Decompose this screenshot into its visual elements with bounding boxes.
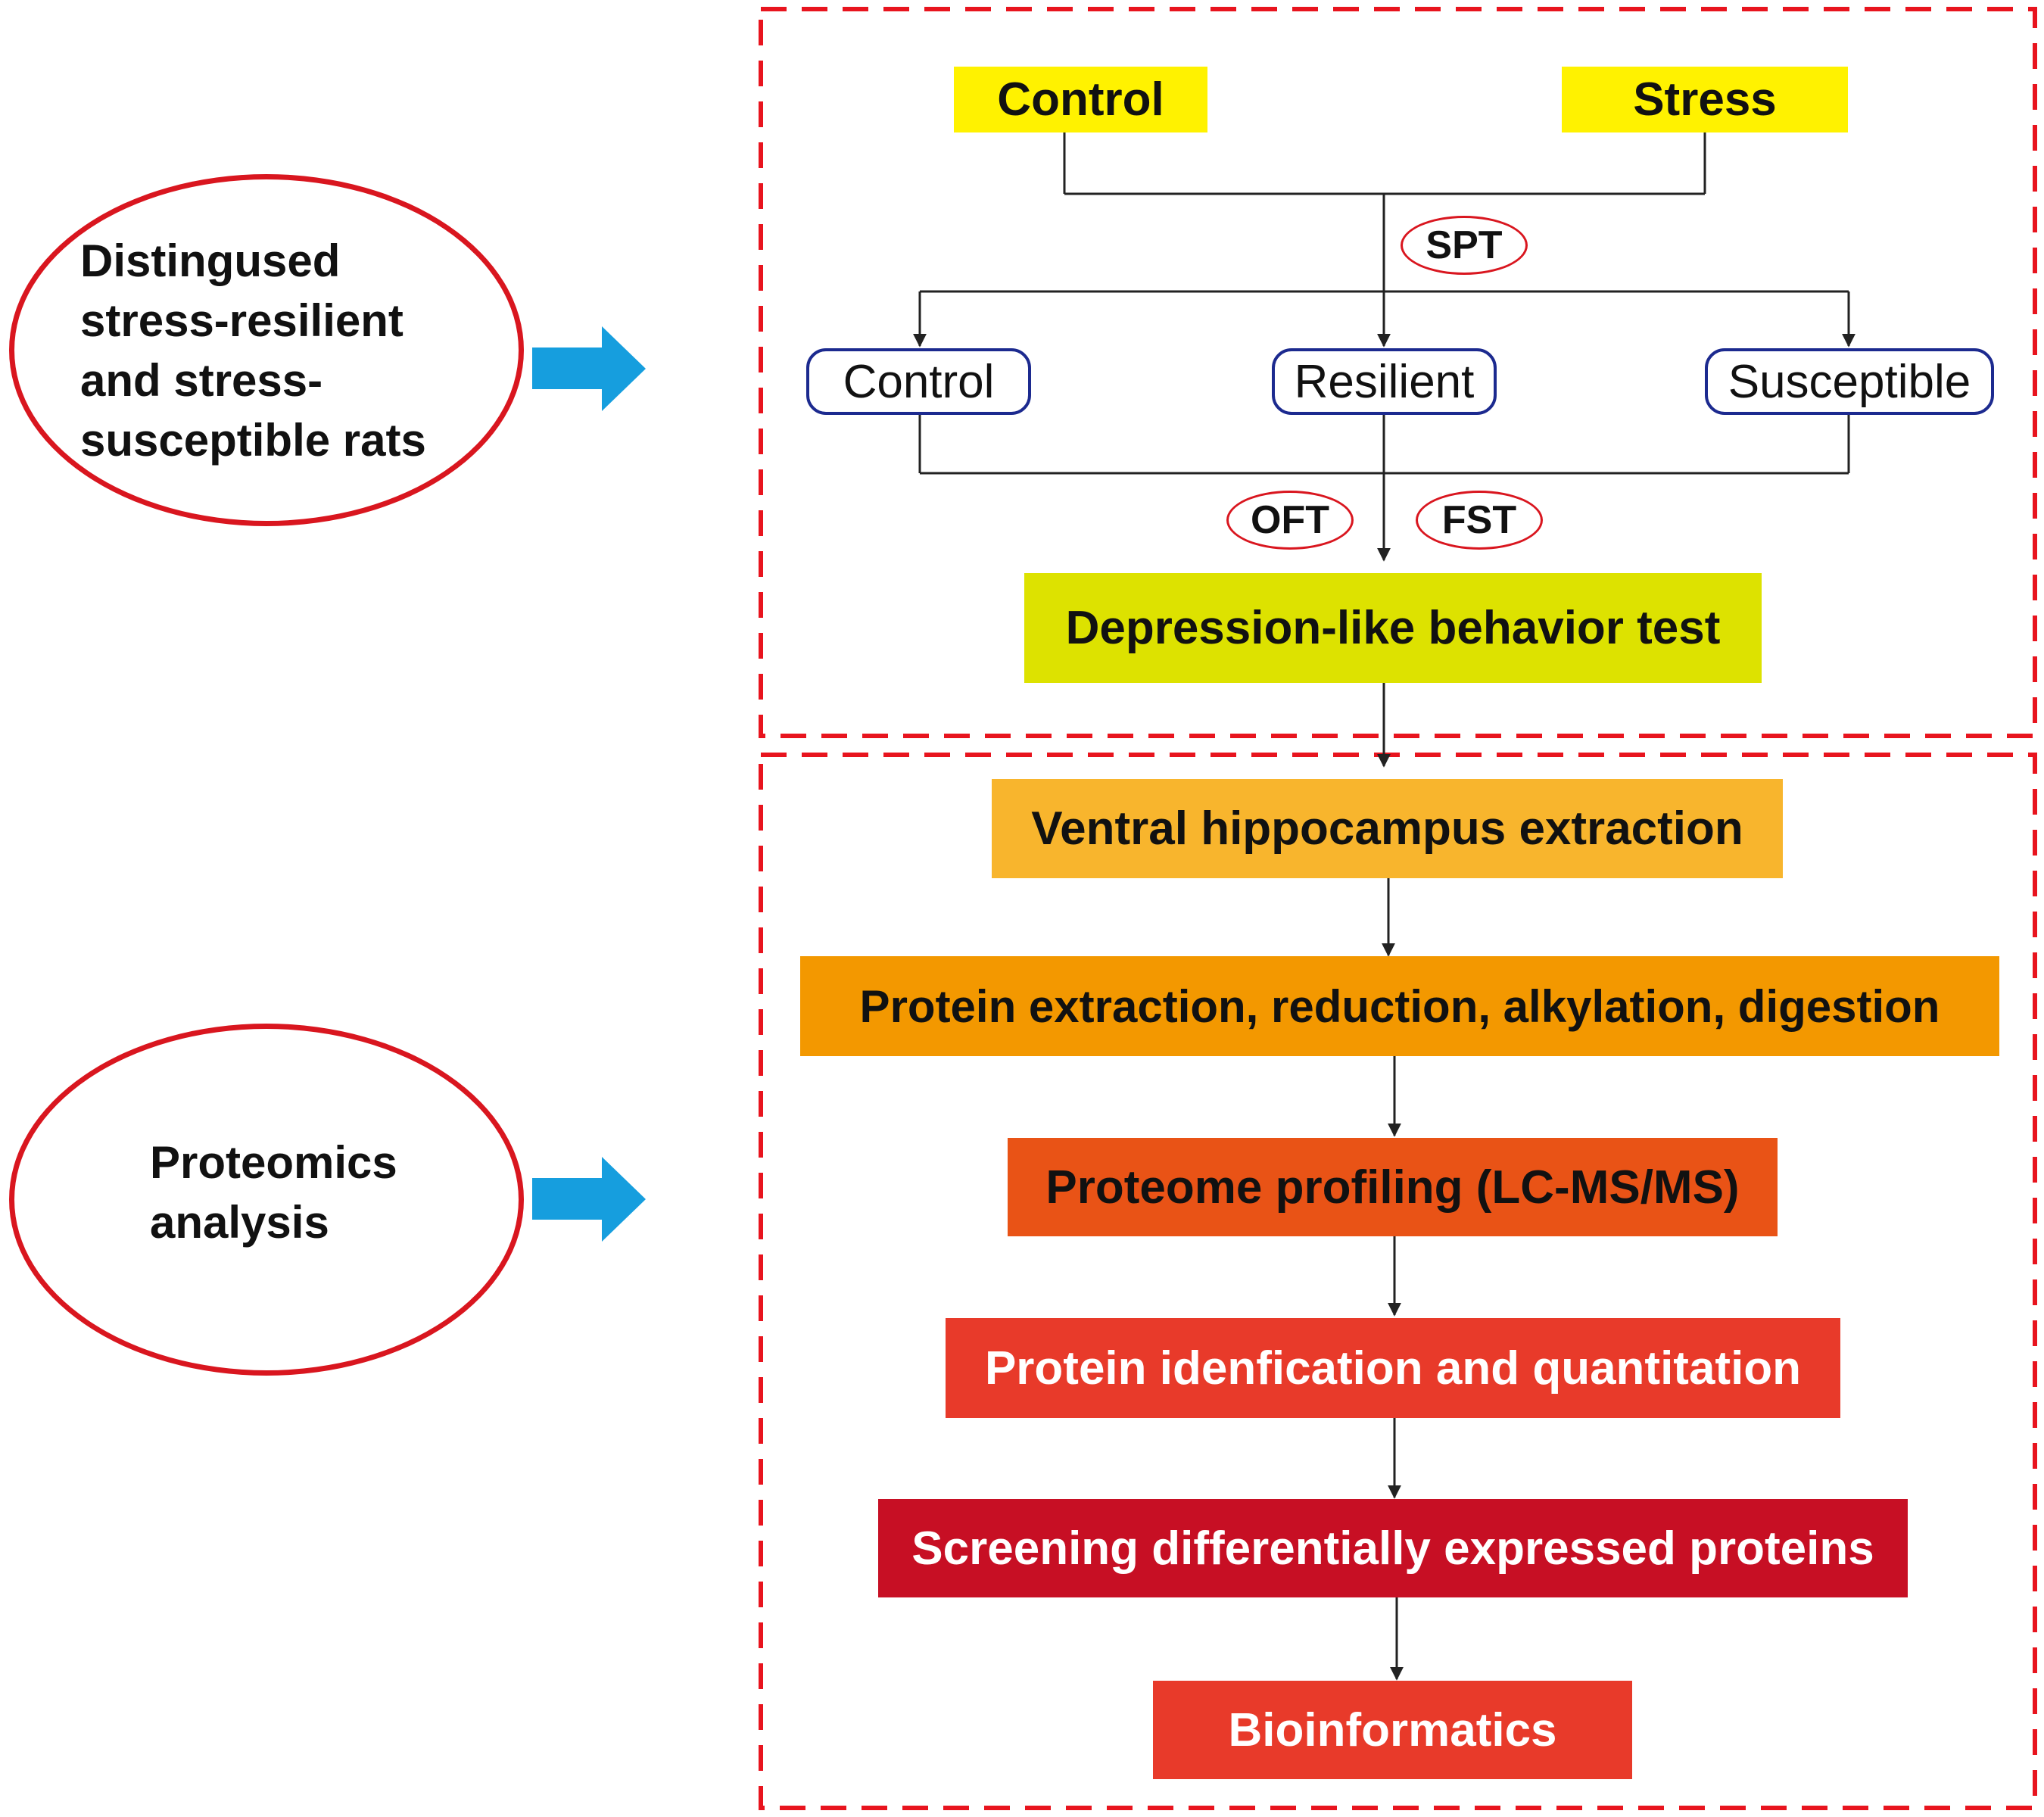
step-depression-test: Depression-like behavior test	[1024, 573, 1762, 683]
spt-oval: SPT	[1401, 216, 1528, 275]
fst-oval: FST	[1416, 491, 1543, 550]
ellipse-proteomics-analysis	[9, 1024, 524, 1376]
proteomics-region-border	[759, 753, 2037, 1810]
behavior-region-border	[759, 7, 2037, 738]
step-screening: Screening differentially expressed prote…	[878, 1499, 1908, 1597]
group-stress-box: Stress	[1562, 67, 1848, 132]
ellipse-distinguished-rats-text: Distingused stress-resilient and stress-…	[80, 235, 426, 466]
ellipse-proteomics-analysis-text: Proteomics analysis	[150, 1137, 397, 1248]
phenotype-resilient-pill: Resilient	[1272, 348, 1497, 415]
phenotype-control-pill: Control	[806, 348, 1031, 415]
step-protein-extraction: Protein extraction, reduction, alkylatio…	[800, 956, 1999, 1056]
phenotype-susceptible-pill: Susceptible	[1705, 348, 1994, 415]
step-ventral-extraction: Ventral hippocampus extraction	[992, 779, 1783, 878]
step-bioinformatics: Bioinformatics	[1153, 1681, 1632, 1779]
group-control-box: Control	[954, 67, 1207, 132]
blue-arrow-bottom	[532, 1157, 646, 1242]
oft-oval: OFT	[1226, 491, 1354, 550]
step-proteome-profiling: Proteome profiling (LC-MS/MS)	[1008, 1138, 1778, 1236]
ellipse-distinguished-rats	[9, 174, 524, 526]
blue-arrow-top	[532, 326, 646, 411]
step-identification: Protein idenfication and quantitation	[946, 1318, 1840, 1418]
